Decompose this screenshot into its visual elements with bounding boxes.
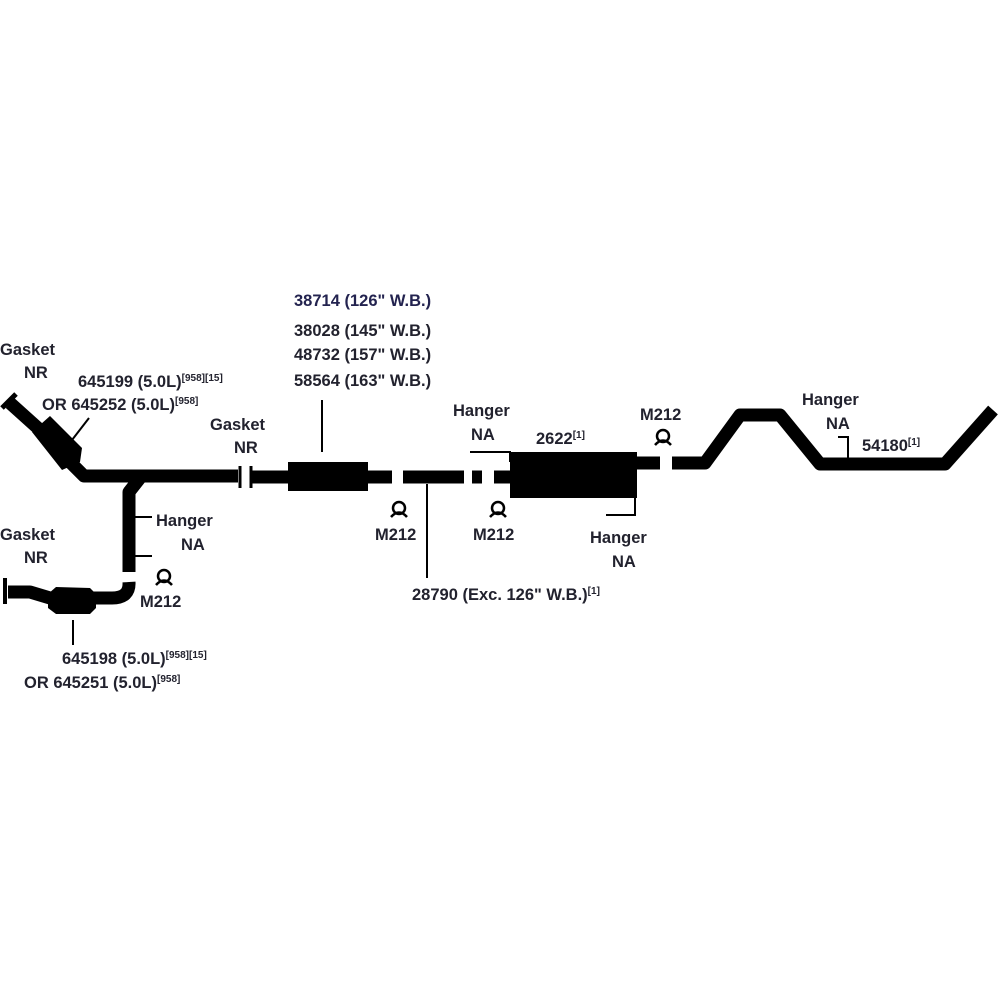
mid-gasket (238, 466, 292, 488)
lower-catalytic-converter (48, 587, 96, 614)
lower-part-1-sup: [958][15] (166, 650, 207, 661)
upper-flange (0, 392, 18, 410)
intermediate-part-sup: [1] (588, 586, 600, 597)
upper-catalytic-converter (32, 416, 82, 470)
tailpipe-part: 54180[1] (862, 437, 920, 455)
upper-part-line2: OR 645252 (5.0L)[958] (42, 396, 198, 414)
resonator-part-1: 38714 (126" W.B.) (294, 292, 431, 310)
muffler-part: 2622[1] (536, 430, 585, 448)
resonator-part-3: 48732 (157" W.B.) (294, 346, 431, 364)
upper-gasket-label: Gasket (0, 341, 56, 359)
muffler (510, 452, 637, 498)
lower-gasket-sub: NR (24, 549, 48, 567)
upper-part-2: OR 645252 (5.0L) (42, 396, 175, 414)
tailpipe-part-sup: [1] (908, 437, 920, 448)
upper-part-1-sup: [958][15] (182, 373, 223, 384)
muffler-rear-hanger (606, 498, 636, 516)
lower-part-2: OR 645251 (5.0L) (24, 674, 157, 692)
clamp-c-label: M212 (640, 406, 681, 424)
mid-gasket-label: Gasket (210, 416, 266, 434)
resonator-part-4: 58564 (163" W.B.) (294, 372, 431, 390)
lower-elbow (92, 581, 136, 605)
lower-part-line2: OR 645251 (5.0L)[958] (24, 674, 180, 692)
lower-gasket-label: Gasket (0, 526, 56, 544)
clamp-b-label: M212 (473, 526, 514, 544)
tailpipe-part-number: 54180 (862, 437, 908, 455)
lower-part-2-sup: [958] (157, 674, 180, 685)
tailpipe-hanger-sub: NA (826, 415, 850, 433)
y-pipe-clamp-label: M212 (140, 593, 181, 611)
upper-part-1: 645199 (5.0L) (78, 373, 182, 391)
upper-part-2-sup: [958] (175, 396, 198, 407)
clamp-icon (390, 500, 408, 518)
lower-down-pipe (122, 473, 146, 572)
upper-cat-leader (71, 417, 90, 441)
upper-part-line1: 645199 (5.0L)[958][15] (78, 373, 223, 391)
intermediate-pipe-part: 28790 (Exc. 126" W.B.)[1] (412, 586, 600, 604)
clamp-icon (654, 428, 672, 446)
tailpipe-hanger-label: Hanger (802, 391, 859, 409)
tailpipe-hanger (838, 436, 849, 458)
muffler-rear-hanger-sub: NA (612, 553, 636, 571)
resonator (288, 462, 368, 491)
mid-gasket-sub: NR (234, 439, 258, 457)
resonator-part-2: 38028 (145" W.B.) (294, 322, 431, 340)
muffler-part-sup: [1] (573, 430, 585, 441)
y-pipe-hanger-label: Hanger (156, 512, 213, 530)
clamp-icon (489, 500, 507, 518)
upper-front-pipe (0, 392, 238, 483)
lower-part-line1: 645198 (5.0L)[958][15] (62, 650, 207, 668)
lower-inlet-pipe (8, 585, 52, 605)
upper-inlet-pipe (5, 398, 45, 435)
muffler-front-hanger (470, 451, 511, 462)
muffler-rear-hanger-label: Hanger (590, 529, 647, 547)
muffler-part-number: 2622 (536, 430, 573, 448)
upper-gasket-sub: NR (24, 364, 48, 382)
upper-pipe (63, 455, 238, 483)
intermediate-part: 28790 (Exc. 126" W.B.) (412, 586, 588, 604)
y-pipe-hanger-sub: NA (181, 536, 205, 554)
muffler-front-hanger-label: Hanger (453, 402, 510, 420)
clamp-a-label: M212 (375, 526, 416, 544)
tailpipe (672, 405, 998, 471)
lower-part-1: 645198 (5.0L) (62, 650, 166, 668)
clamp-icon (155, 568, 173, 586)
lower-front-pipe (3, 473, 152, 645)
muffler-front-hanger-sub: NA (471, 426, 495, 444)
